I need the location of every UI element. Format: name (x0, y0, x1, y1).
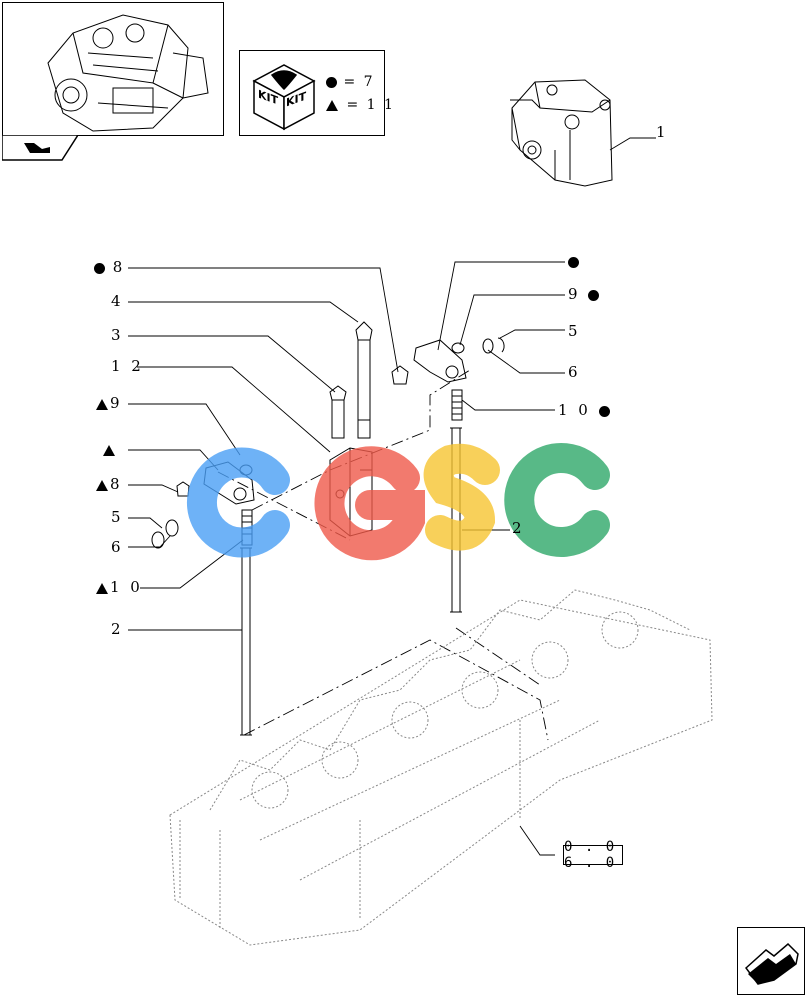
back-tab[interactable] (1, 134, 80, 161)
callout-2-right: 2 (512, 519, 525, 537)
dot-symbol-icon (568, 256, 579, 268)
callout-10-tri: 1 0 (96, 579, 143, 595)
callout-4: 4 (111, 292, 124, 310)
callout-1: 1 (656, 123, 669, 141)
callout-9-dot: 9 (568, 285, 600, 303)
callout-text: 8 (110, 475, 123, 493)
kit-box-icon (252, 64, 316, 131)
kit-triangle-count: = 1 1 (326, 97, 395, 113)
dot-symbol-icon (94, 262, 105, 274)
engine-icon (47, 14, 209, 132)
kit-tri-text: = 1 1 (346, 97, 395, 113)
callout-8-tri: 8 (96, 476, 123, 492)
rocker-arm-right (413, 337, 505, 421)
bolts (176, 321, 409, 497)
triangle-symbol-icon (96, 398, 108, 410)
callout-text: 9 (568, 285, 581, 303)
callout-5-right: 5 (568, 322, 581, 340)
callout-9-tri: 9 (96, 395, 123, 411)
callout-text: 1 0 (558, 401, 591, 419)
dot-symbol-icon (588, 289, 600, 301)
next-page-button[interactable] (737, 927, 805, 995)
triangle-symbol-icon (103, 444, 115, 456)
rocker-support-drawing (510, 79, 613, 187)
callout-5-left: 5 (111, 508, 124, 526)
triangle-symbol-icon (96, 582, 108, 594)
callout-12: 1 2 (111, 357, 144, 375)
callout-6-right: 6 (568, 363, 581, 381)
callout-2-left: 2 (111, 620, 124, 638)
dot-symbol-icon (598, 405, 610, 417)
callout-8-dot: 8 (94, 259, 125, 275)
callout-6-left: 6 (111, 538, 124, 556)
kit-dot-text: = 7 (343, 74, 375, 90)
next-page-arrow-icon (744, 942, 799, 985)
engine-thumbnail[interactable] (2, 2, 224, 136)
callout-dot-right (568, 253, 579, 269)
push-rods (240, 427, 462, 736)
callout-tri (103, 441, 117, 457)
kit-dot-count: = 7 (326, 74, 375, 90)
rocker-arm-left (151, 461, 255, 549)
reference-link[interactable]: 0 . 0 6 . 0 (563, 839, 623, 871)
callout-text: 9 (110, 394, 123, 412)
dot-symbol-icon (326, 76, 337, 88)
triangle-symbol-icon (96, 479, 108, 491)
callout-text: 8 (112, 258, 126, 276)
callout-text: 1 0 (110, 578, 143, 596)
cylinder-head (169, 589, 713, 946)
leader-lines (128, 137, 656, 856)
callout-10-dot: 1 0 (558, 402, 610, 418)
triangle-symbol-icon (326, 99, 338, 111)
back-arrow-icon (1, 134, 80, 161)
kit-legend: KIT KIT (239, 50, 385, 136)
callout-3: 3 (111, 326, 124, 344)
